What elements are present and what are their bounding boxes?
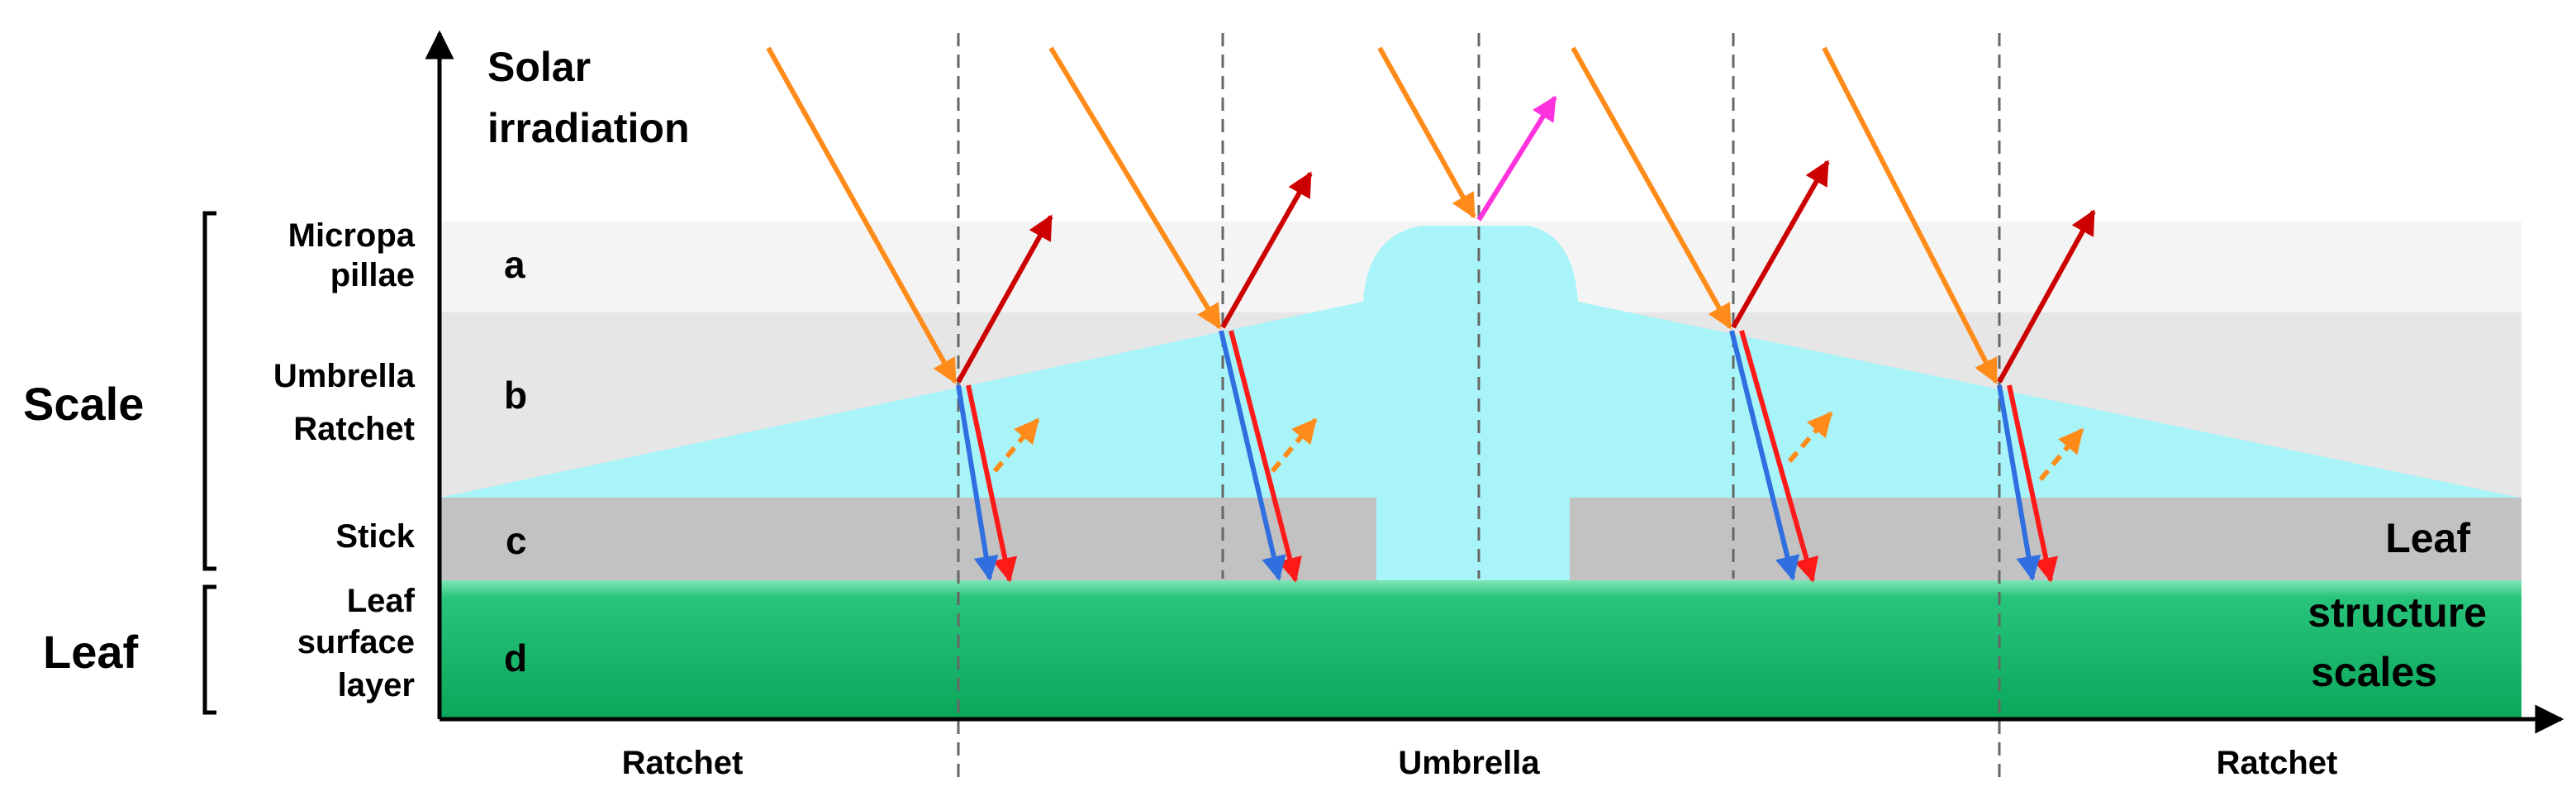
layer-a-letter: a [504,243,525,286]
leaf-structure-line-3: scales [2311,649,2437,695]
scattered-ray [992,417,1040,473]
ray-group-3 [1571,46,1833,583]
reflected-ray [1220,171,1313,329]
layer-b-letter: b [504,374,527,417]
scattered-ray [1270,417,1318,473]
refracted-blue-ray [1997,384,2041,581]
refracted-red-ray [2007,384,2059,583]
leaf-label: Leaf [43,626,138,678]
incident-ray [1822,46,1999,384]
layer-d-name-line-1: Leaf [347,583,416,619]
layer-d-letter: d [504,637,527,679]
ray-group-4 [1822,46,2096,583]
layer-b-name-line-1: Umbrella [273,358,416,394]
reflected-ray [1731,160,1830,329]
scattered-ray [2038,427,2084,481]
leaf-surface-layer [440,580,2521,719]
layer-a-name-line-1: Micropa [288,217,416,254]
incident-ray [1048,46,1222,330]
layer-d-name-line-2: surface [297,624,415,660]
leaf-structure-line-1: Leaf [2385,515,2470,561]
leaf-structure-line-2: structure [2307,589,2487,636]
leaf-bracket [202,584,216,715]
layer-d-name-line-3: layer [338,667,415,703]
refracted-blue-ray [1219,330,1286,581]
ray-group-center [1377,46,1557,222]
refracted-red-ray [966,384,1018,583]
scale-label: Scale [23,378,144,430]
incident-ray [1377,46,1476,219]
stick-center [1376,498,1570,580]
bottom-label-left: Ratchet [622,745,744,781]
layer-c-name: Stick [335,518,415,555]
refracted-red-ray [1739,330,1819,583]
ray-group-2 [1048,46,1318,583]
layer-a-name-line-2: pillae [330,257,415,293]
incident-ray [1571,46,1732,330]
refracted-blue-ray [1729,330,1800,581]
bottom-label-right: Ratchet [2217,745,2338,781]
layer-b-name-line-2: Ratchet [293,411,415,447]
incident-ray [766,46,958,384]
scale-bracket [202,211,216,571]
scattered-ray [1787,411,1833,463]
reflected-ray [956,214,1053,384]
apex-reflected-ray [1476,95,1557,222]
bottom-label-center: Umbrella [1398,745,1540,781]
title-line-1: Solar [487,44,591,90]
refracted-blue-ray [956,384,999,581]
title-line-2: irradiation [487,105,689,151]
refracted-red-ray [1229,330,1302,583]
reflected-ray [1997,209,2096,384]
stick-left [440,498,1376,580]
layer-c-letter: c [506,519,527,562]
ray-group-1 [766,46,1053,583]
dashed-guides [957,33,2001,785]
